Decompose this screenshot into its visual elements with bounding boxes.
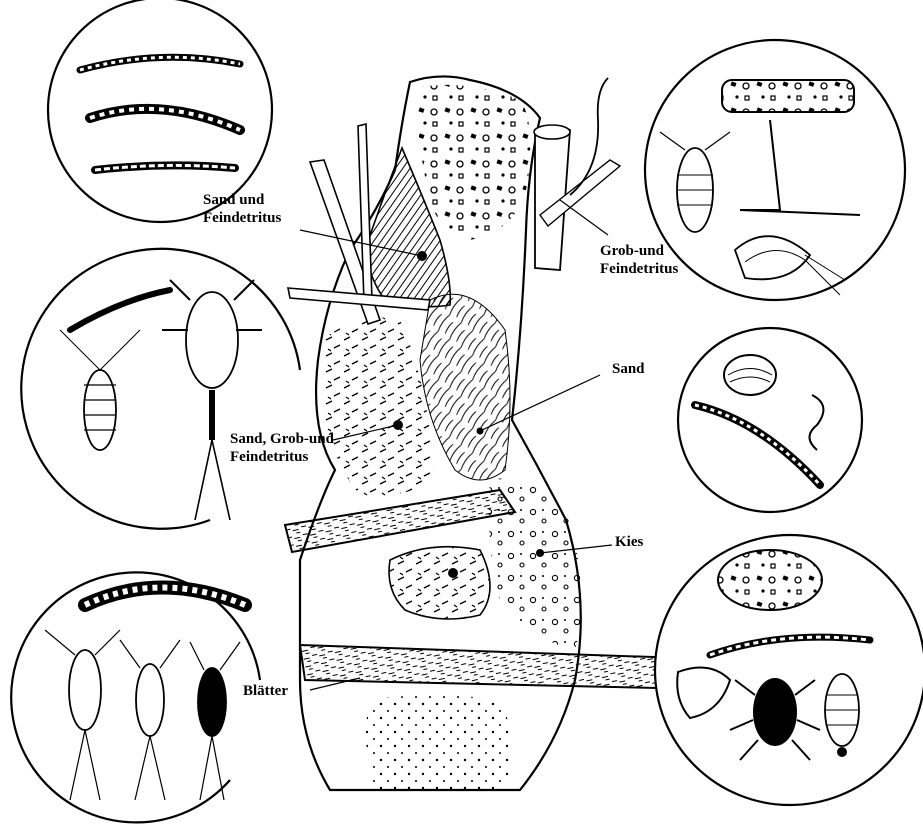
stonefly-nymph-icon [45, 630, 120, 800]
circle-middle-right [678, 328, 862, 512]
crayfish-nymph-icon [162, 280, 262, 520]
label-sand: Sand [612, 360, 645, 378]
circle-bottom-left [11, 572, 260, 822]
circle-bottom-right [655, 535, 923, 805]
worm-larva-icon [95, 165, 235, 170]
lower-sand-zone [366, 695, 511, 790]
label-grob-feindetritus: Grob-und Feindetritus [600, 242, 678, 278]
label-sand-feindetritus: Sand und Feindetritus [203, 191, 281, 227]
caddis-case-icon [722, 80, 854, 112]
circle-top-right [645, 40, 905, 300]
circle-top-left [48, 0, 272, 222]
caterpillar-larva-icon [85, 588, 245, 606]
caddis-case-icon [718, 550, 822, 610]
stonefly-nymph-icon [190, 642, 240, 800]
stonefly-nymph-icon [120, 640, 180, 800]
worm-larva-icon [70, 290, 170, 330]
pocket-zone [389, 547, 490, 619]
mussel-icon [724, 355, 776, 395]
label-blaetter: Blätter [243, 682, 288, 700]
label-kies: Kies [615, 533, 643, 551]
isopod-icon [60, 330, 140, 450]
circle-middle-left [21, 249, 300, 529]
label-sand-grob-feindetritus: Sand, Grob-und Feindetritus [230, 430, 334, 466]
